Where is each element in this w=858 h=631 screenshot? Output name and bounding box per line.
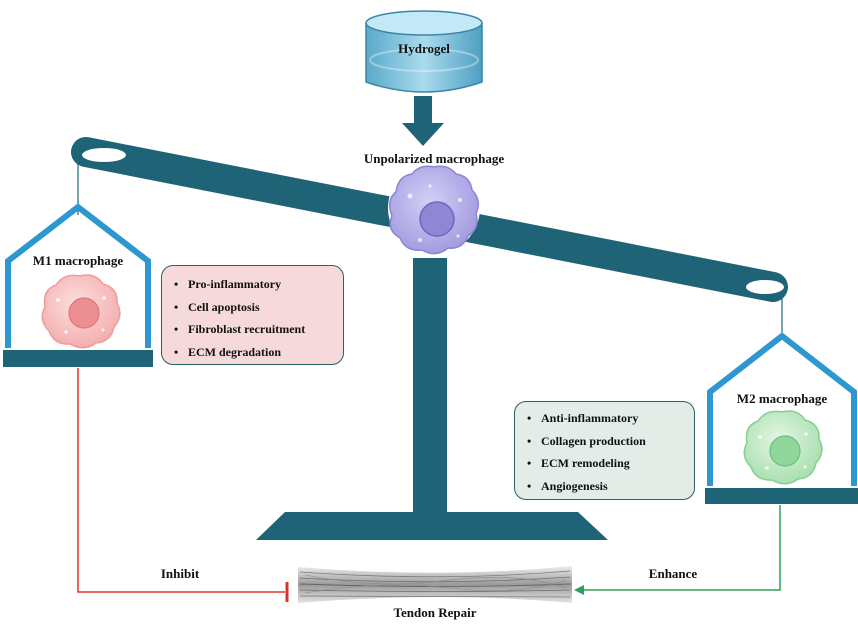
m1-effect-item: Cell apoptosis [168, 296, 337, 319]
tendon-fiber-icon [298, 566, 572, 603]
hydrogel-cylinder-icon [365, 10, 483, 93]
m1-effects-box: Pro-inflammatory Cell apoptosis Fibrobla… [161, 265, 344, 365]
m1-title: M1 macrophage [32, 253, 124, 268]
inhibit-connector [77, 368, 289, 602]
hydrogel-arrow [402, 96, 444, 146]
enhance-connector [574, 505, 781, 595]
m2-effect-item: Anti-inflammatory [521, 407, 688, 430]
m2-title: M2 macrophage [736, 391, 828, 406]
m1-pan [3, 203, 153, 367]
tendon-repair-label: Tendon Repair [393, 605, 477, 620]
m1-effect-item: Pro-inflammatory [168, 273, 337, 296]
m1-macrophage-icon [41, 274, 121, 349]
m2-macrophage-icon [743, 410, 823, 485]
m2-effect-item: Angiogenesis [521, 475, 688, 498]
unpolarized-macrophage-icon [388, 162, 480, 255]
m2-effect-item: ECM remodeling [521, 452, 688, 475]
m1-effect-item: ECM degradation [168, 341, 337, 364]
unpolarized-macrophage-label: Unpolarized macrophage [363, 151, 505, 166]
m1-effect-item: Fibroblast recruitment [168, 318, 337, 341]
scale-stand [256, 258, 608, 540]
m2-pan [705, 332, 858, 504]
enhance-label: Enhance [648, 566, 698, 581]
m2-effect-item: Collagen production [521, 430, 688, 453]
m2-effects-box: Anti-inflammatory Collagen production EC… [514, 401, 695, 500]
inhibit-label: Inhibit [160, 566, 200, 581]
hydrogel-label: Hydrogel [398, 41, 450, 56]
